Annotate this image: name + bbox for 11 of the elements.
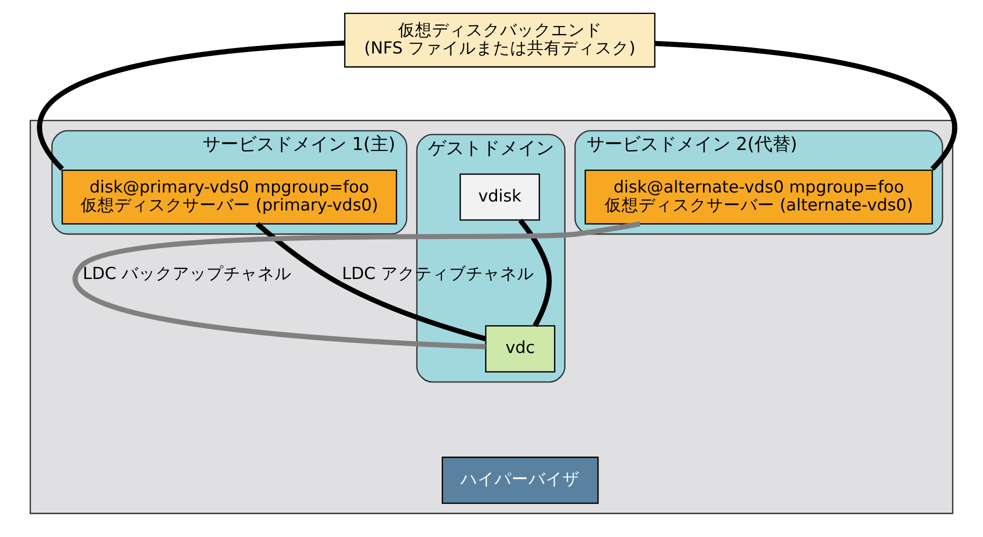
node-box: disk@primary-vds0 mpgroup=foo 仮想ディスクサーバー (primary-vds0) — [62, 170, 398, 224]
node-box: vdc — [485, 325, 556, 372]
node-box: disk@alternate-vds0 mpgroup=foo 仮想ディスクサーバー (alternate-vds0) — [584, 170, 933, 224]
connector — [74, 221, 640, 350]
connector — [256, 222, 486, 342]
node-box: vdisk — [460, 173, 540, 221]
node-box: 仮想ディスクバックエンド (NFS ファイルまたは共有ディスク) — [344, 12, 656, 68]
cluster — [30, 120, 954, 514]
connector — [518, 218, 552, 328]
node-box: ハイパーバイザ — [442, 456, 599, 504]
edge-label: LDC バックアップチャネル — [82, 264, 292, 284]
